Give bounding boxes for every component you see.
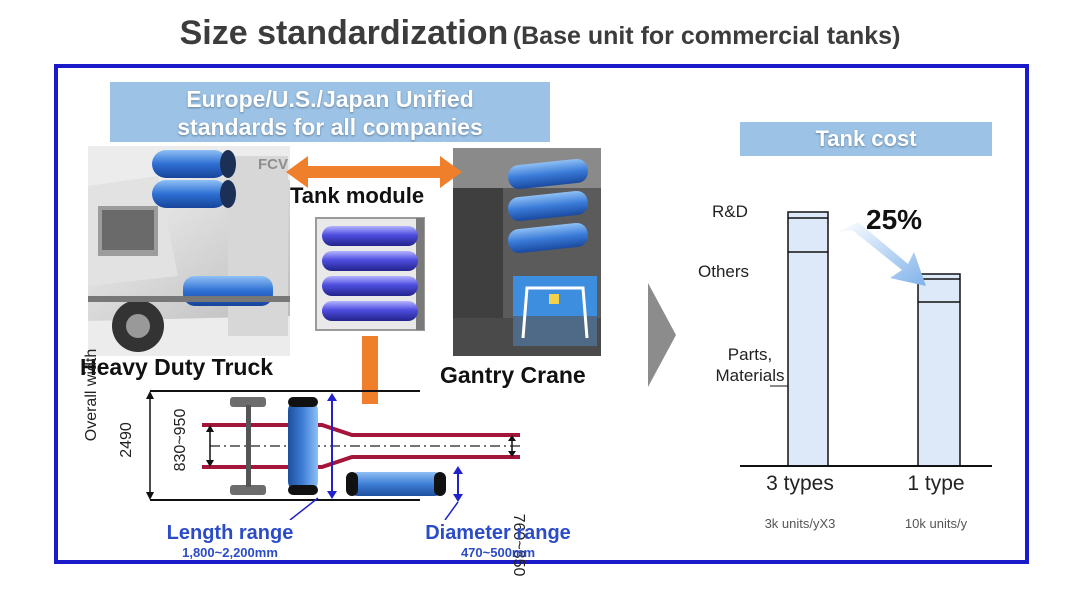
content-frame	[54, 64, 1029, 564]
bar-sub-1-type: 10k units/y	[904, 516, 968, 531]
truck-photo: FCV	[88, 146, 290, 356]
diameter-tank	[346, 472, 446, 496]
tank-cost-banner: Tank cost	[740, 122, 992, 156]
chevron-right-icon	[648, 283, 676, 387]
reduction-arrow	[838, 222, 926, 286]
module-tank	[322, 276, 418, 296]
truck-label: Heavy Duty Truck	[80, 354, 274, 380]
diameter-range-value: 470~500mm	[460, 545, 536, 560]
bar-sub-3-types: 3k units/yX3	[764, 516, 836, 531]
cost-bar-3-types	[787, 211, 829, 467]
crane-photo	[453, 148, 601, 356]
length-range-label: Length range	[166, 522, 294, 544]
label-others: Others	[698, 262, 750, 281]
title-sub: (Base unit for commercial tanks)	[512, 22, 901, 50]
bar-label-3-types: 3 types	[766, 472, 834, 495]
label-parts-materials: Parts, Materials	[700, 344, 800, 386]
diameter-range-label: Diameter range	[425, 522, 571, 544]
standards-banner: Europe/U.S./Japan Unified standards for …	[110, 82, 550, 142]
orange-stem	[362, 336, 378, 404]
label-rd: R&D	[712, 202, 748, 221]
tank-cost-chart	[740, 211, 992, 467]
reduction-percent: 25%	[866, 204, 923, 235]
overall-width-value: 2490	[118, 422, 135, 458]
length-range-block: Length range 1,800~2,200mm	[140, 522, 320, 560]
chassis-dimension-diagram	[146, 390, 520, 520]
fcv-label: FCV	[258, 156, 288, 173]
title-main: Size standardization	[179, 14, 509, 52]
tank-module-diagram	[286, 156, 462, 404]
standards-banner-line1: Europe/U.S./Japan Unified	[186, 86, 474, 112]
standards-banner-line2: standards for all companies	[177, 114, 483, 140]
truck-illustration	[88, 146, 290, 356]
module-tank	[322, 226, 418, 246]
tank-module-text: Tank module	[290, 183, 425, 208]
page-title: Size standardization (Base unit for comm…	[0, 14, 1080, 53]
module-tank	[322, 301, 418, 321]
tank-module-label: Tank module	[290, 183, 460, 209]
bar-label-1-type: 1 type	[907, 472, 965, 495]
module-tank	[322, 251, 418, 271]
overall-width-label: Overall width	[83, 348, 100, 442]
diameter-range-block: Diameter range 470~500mm	[400, 522, 596, 560]
crane-illustration	[453, 148, 601, 356]
crane-label: Gantry Crane	[440, 362, 586, 388]
frame-width-value: 830~950	[172, 408, 189, 472]
orange-double-arrow	[286, 156, 462, 188]
label-materials: Materials	[715, 366, 785, 385]
length-range-value: 1,800~2,200mm	[182, 545, 278, 560]
length-tank	[288, 397, 318, 495]
label-parts: Parts,	[727, 345, 773, 364]
cost-bar-1-type	[917, 273, 961, 467]
